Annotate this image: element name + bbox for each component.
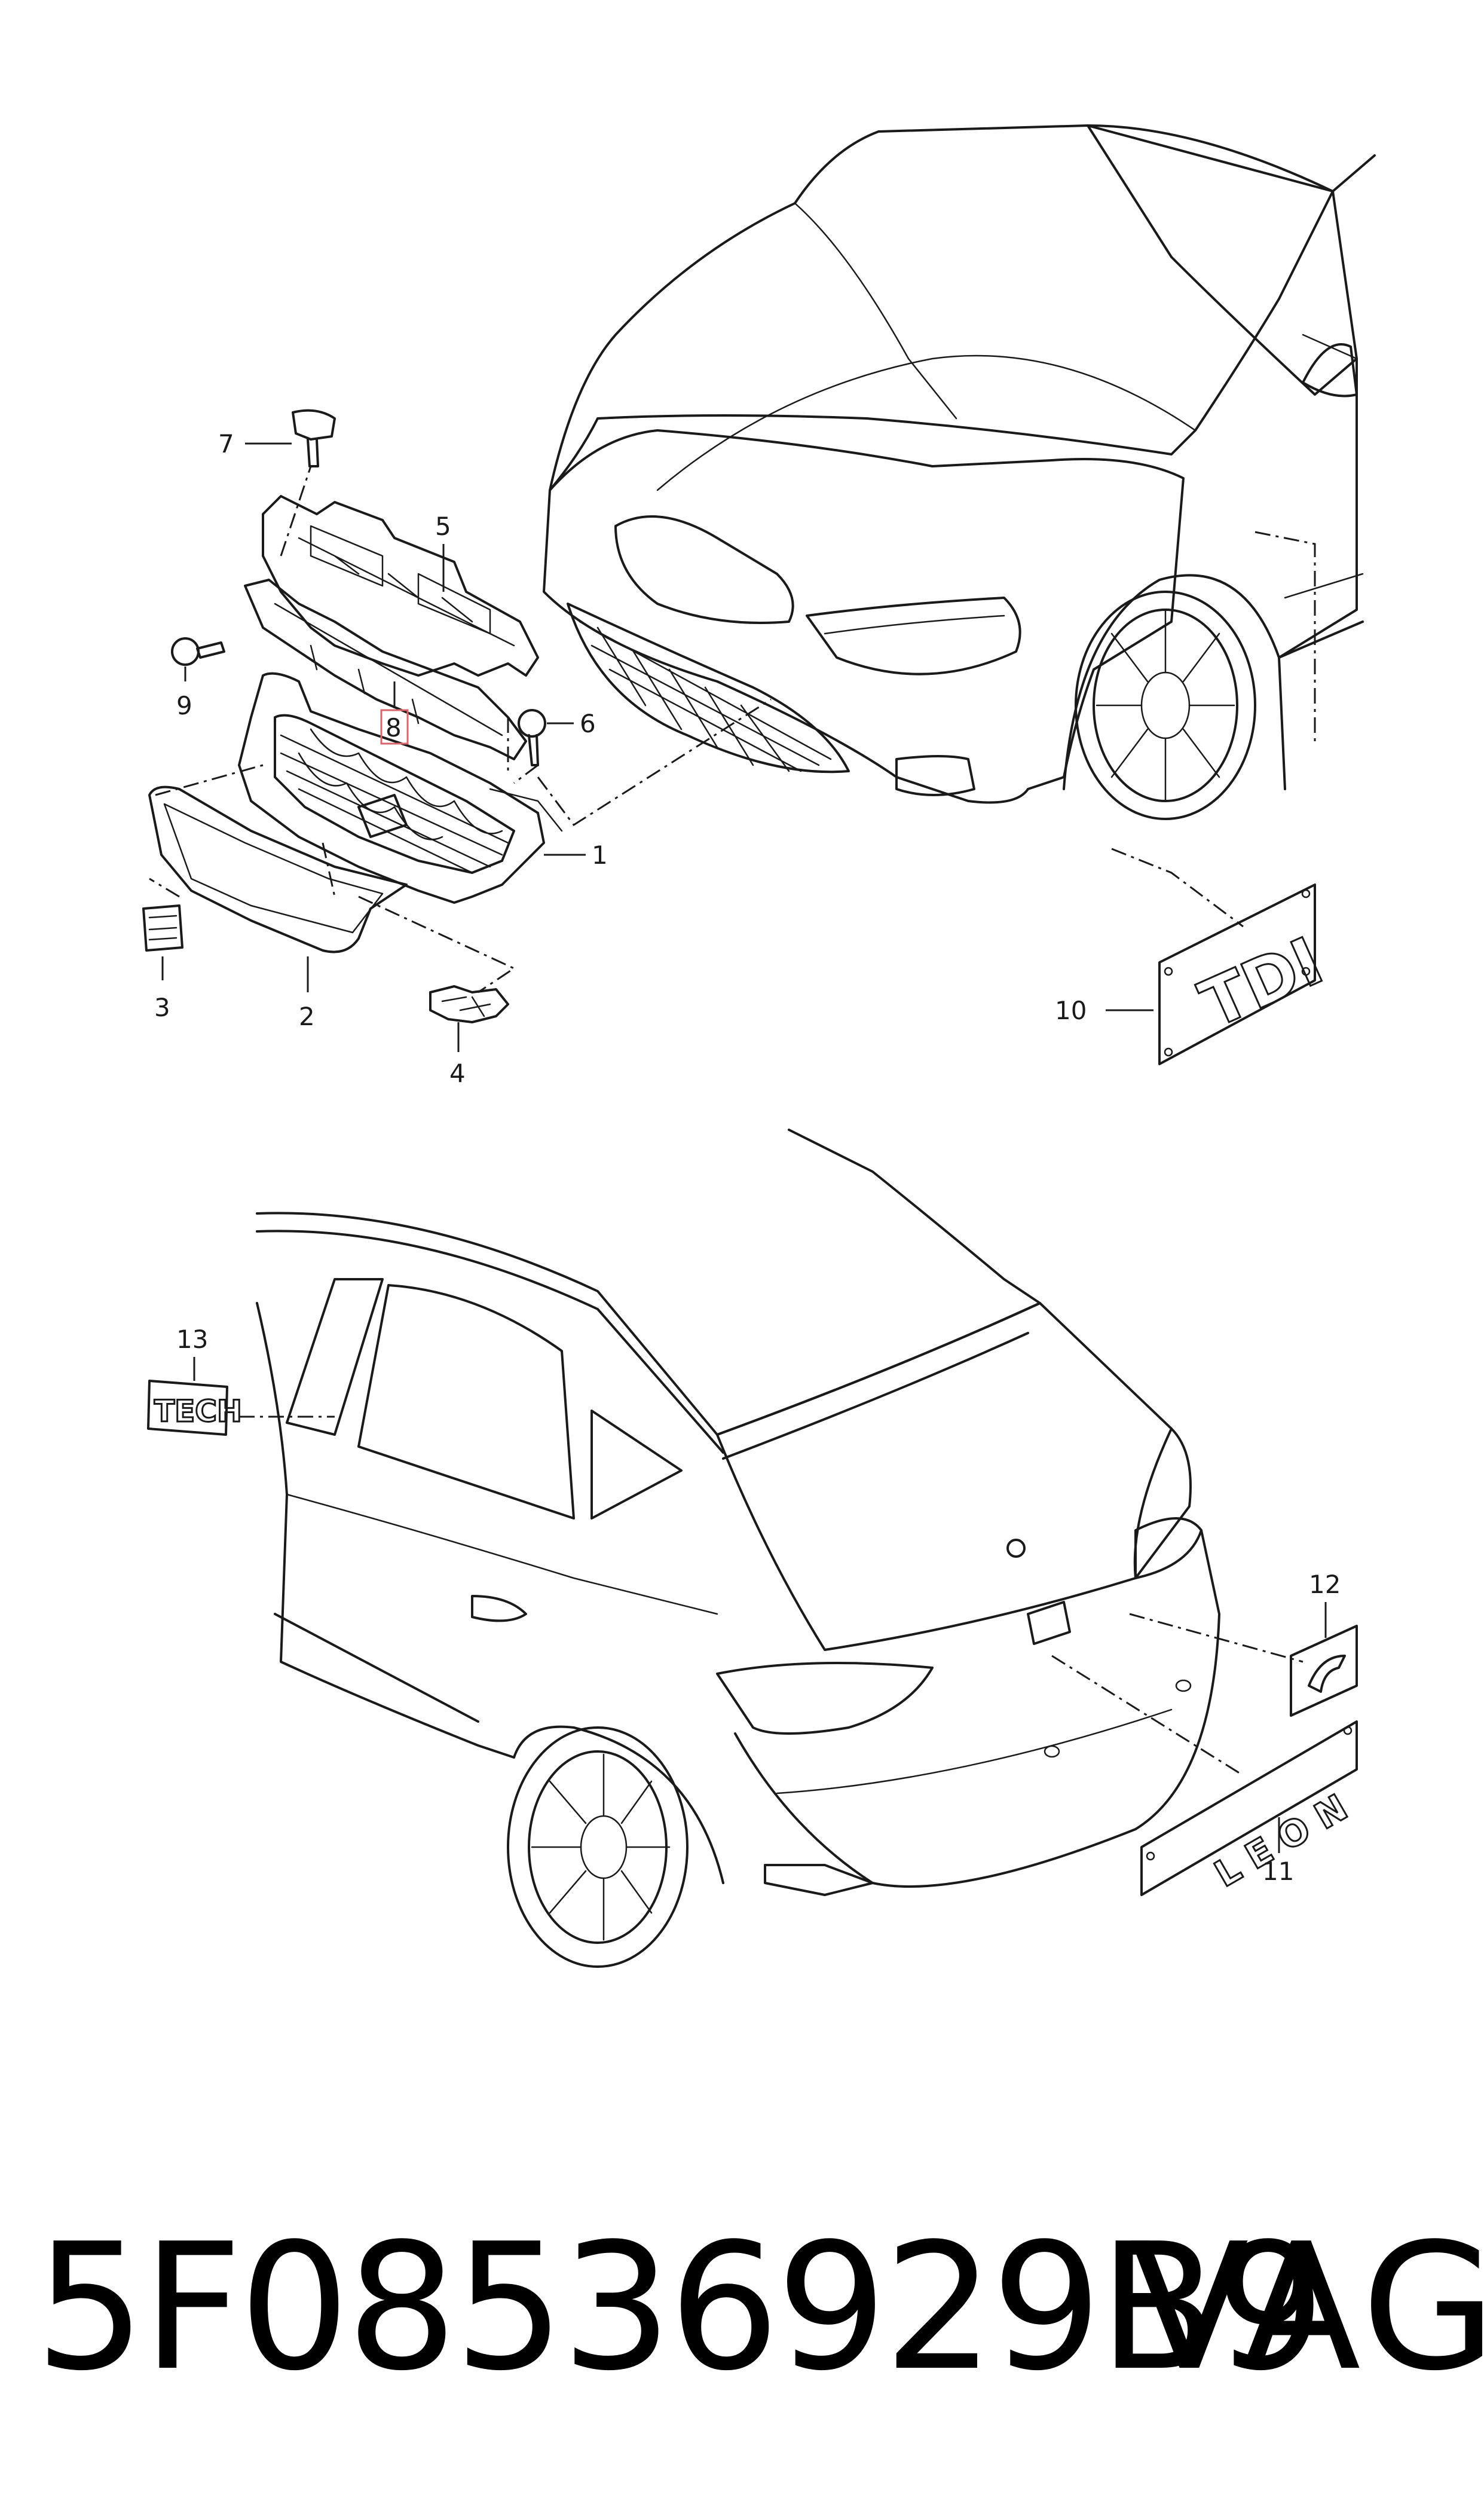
rear-emblem-plate (1290, 1625, 1358, 1717)
callout-8-highlight (380, 709, 409, 745)
callout-2: 2 (299, 1002, 315, 1031)
callout-11: 11 (1262, 1857, 1294, 1886)
relation-lines-top (149, 466, 1316, 993)
tdi-badge: TDI (1158, 883, 1335, 1065)
tech-badge: TECH (147, 1380, 243, 1436)
callout-13: 13 (176, 1325, 208, 1354)
callout-9: 9 (176, 691, 192, 720)
callout-6: 6 (580, 709, 596, 738)
part-number: 5F08536929B9 (35, 2206, 1326, 2409)
rear-car-drawing (256, 1129, 1220, 1968)
tdi-badge-text: TDI (1189, 922, 1333, 1043)
callout-5: 5 (435, 512, 451, 541)
tech-badge-text: TECH (154, 1394, 242, 1429)
relation-lines-bottom (239, 1416, 1304, 1777)
callout-3: 3 (154, 993, 170, 1022)
callout-1: 1 (592, 840, 608, 870)
callout-12: 12 (1309, 1570, 1341, 1599)
callout-4: 4 (449, 1059, 466, 1088)
footer: 5F08536929B9 VAG (0, 2212, 1484, 2403)
callout-8: 8 (385, 713, 402, 742)
leon-badge: L E O N (1140, 1720, 1358, 1896)
callout-7: 7 (218, 429, 234, 458)
brand-label: VAG (1130, 2206, 1484, 2409)
callout-10: 10 (1055, 996, 1087, 1025)
front-car-drawing (543, 124, 1376, 820)
grille-assembly-drawing (142, 409, 563, 1023)
callouts: 1 2 3 4 5 6 7 8 9 10 11 12 13 (154, 429, 1341, 1886)
